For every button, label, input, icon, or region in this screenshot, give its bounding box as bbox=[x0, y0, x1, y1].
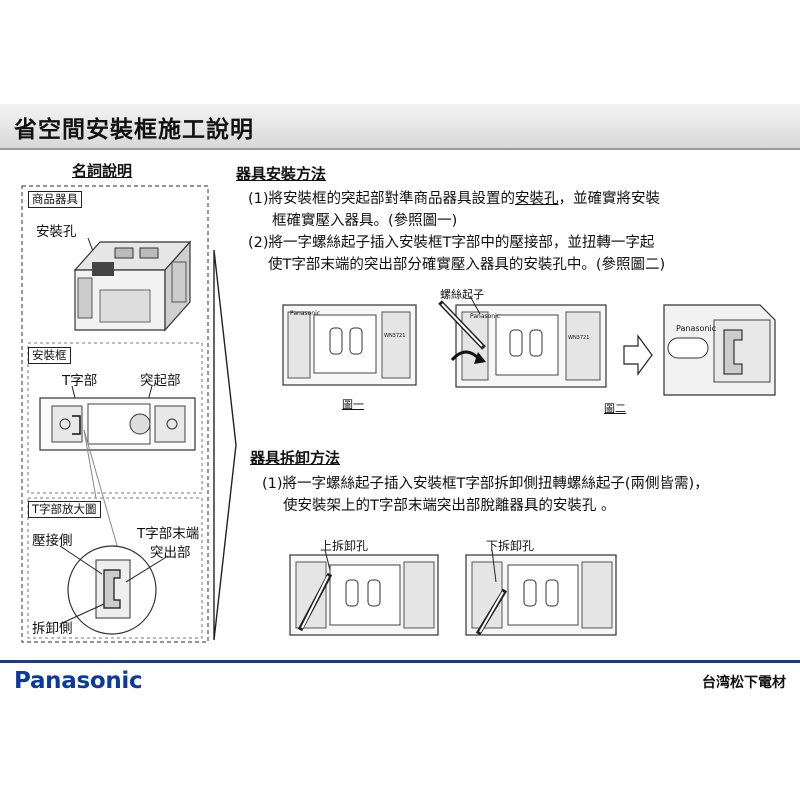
install-step2-line1: (2)將一字螺絲起子插入安裝框T字部中的壓接部，並扭轉一字起 bbox=[248, 235, 655, 251]
box-t-zoom: T字部放大圖 bbox=[28, 501, 101, 518]
panasonic-logo: Panasonic bbox=[14, 668, 143, 694]
fig2-brand: Panasonic bbox=[470, 313, 501, 320]
company-name: 台湾松下電材 bbox=[702, 675, 786, 691]
label-upper-hole: 上拆卸孔 bbox=[320, 539, 369, 553]
label-remove-side: 拆卸側 bbox=[32, 621, 73, 637]
fig1-model: WN3721 bbox=[384, 333, 406, 339]
page-title: 省空間安裝框施工說明 bbox=[14, 117, 254, 143]
label-install-hole: 安裝孔 bbox=[36, 224, 77, 240]
label-t-end: T字部末端 bbox=[137, 526, 200, 542]
fig2-model: WN3721 bbox=[568, 335, 590, 341]
fig2-caption: 圖二 bbox=[604, 402, 626, 415]
install-heading: 器具安裝方法 bbox=[236, 165, 327, 183]
label-press-side: 壓接側 bbox=[32, 533, 73, 549]
label-t-part: T字部 bbox=[62, 373, 98, 389]
label-t-end-protrusion: 突出部 bbox=[150, 545, 191, 561]
title-bar bbox=[0, 104, 800, 150]
label-screwdriver: 螺絲起子 bbox=[440, 288, 484, 301]
remove-heading: 器具拆卸方法 bbox=[250, 449, 341, 467]
label-protrusion: 突起部 bbox=[140, 373, 181, 389]
fig1-brand: Panasonic bbox=[290, 310, 321, 317]
footer-divider bbox=[0, 660, 800, 663]
box-product: 商品器具 bbox=[28, 191, 82, 208]
install-step1-line2: 框確實壓入器具。(參照圖一) bbox=[272, 213, 458, 229]
remove-step1-line1: (1)將一字螺絲起子插入安裝框T字部拆卸側扭轉螺絲起子(兩側皆需)， bbox=[262, 476, 709, 492]
install-step2-line2: 使T字部末端的突出部分確實壓入器具的安裝孔中。(參照圖二) bbox=[268, 257, 666, 273]
install-step1-line1: (1)將安裝框的突起部對準商品器具設置的安裝孔，並確實將安裝 bbox=[248, 191, 661, 207]
glossary-heading: 名詞說明 bbox=[72, 162, 133, 180]
zoom-brand: Panasonic bbox=[676, 324, 717, 333]
fig1-caption: 圖一 bbox=[342, 398, 364, 411]
remove-step1-line2: 使安裝架上的T字部末端突出部脫離器具的安裝孔 。 bbox=[283, 498, 616, 514]
label-lower-hole: 下拆卸孔 bbox=[486, 539, 535, 553]
install-hole-term: 安裝孔 bbox=[515, 191, 559, 207]
box-frame: 安裝框 bbox=[28, 347, 71, 364]
